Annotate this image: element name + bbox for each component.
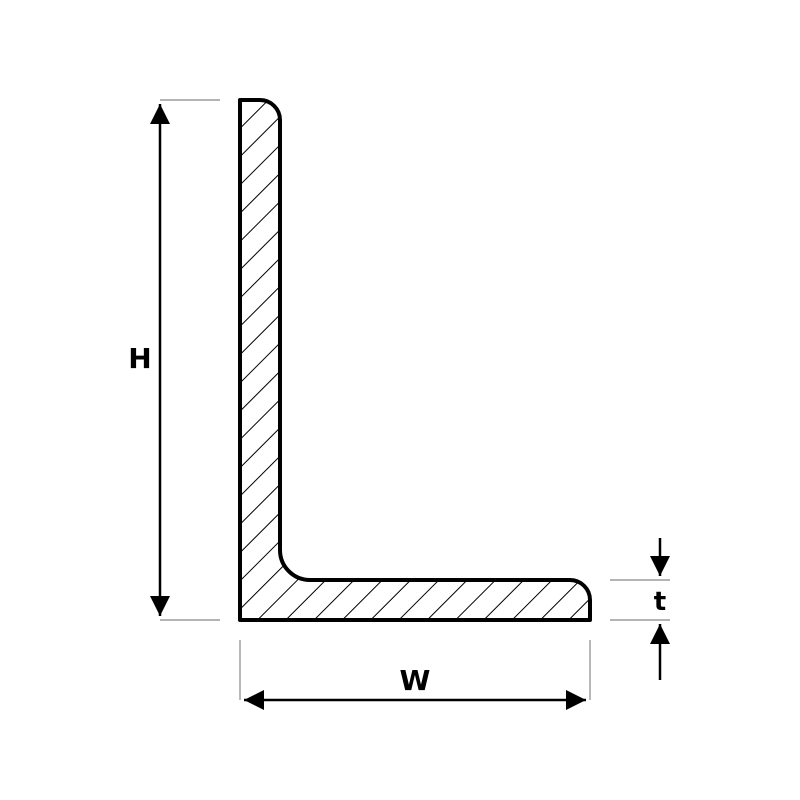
width-label: W: [400, 664, 431, 697]
width-dimension: W: [244, 664, 586, 710]
height-label: H: [128, 342, 151, 375]
extension-lines: [160, 99, 670, 700]
thickness-label: t: [654, 587, 666, 617]
height-dimension: H: [124, 104, 170, 616]
height-label-bg: [124, 338, 156, 378]
thickness-dimension: t: [650, 538, 670, 680]
angle-section: [238, 98, 592, 622]
